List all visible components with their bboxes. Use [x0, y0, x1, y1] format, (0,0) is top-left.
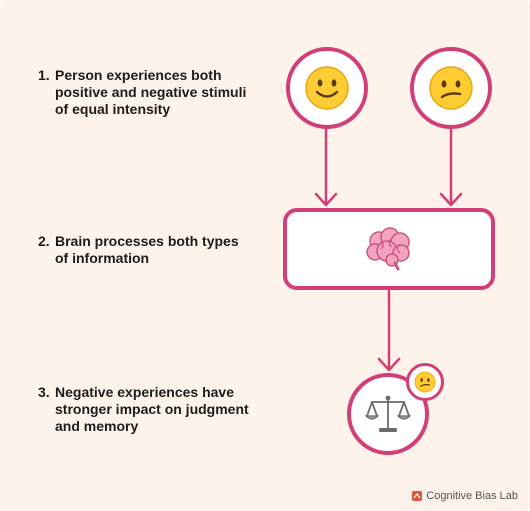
arrow-negative-to-brain-head — [439, 192, 463, 207]
branding: Cognitive Bias Lab — [412, 490, 518, 502]
step-1-label: 1. Person experiences both positive and … — [38, 67, 255, 118]
step-3-number: 3. — [38, 384, 50, 400]
step-3-label: 3. Negative experiences have stronger im… — [38, 384, 255, 435]
step-2-label: 2. Brain processes both types of informa… — [38, 233, 255, 267]
brand-logo-icon — [412, 491, 423, 501]
positive-stimulus-node — [286, 47, 368, 129]
step-1-text: Person experiences both positive and neg… — [55, 67, 247, 117]
step-2-text: Brain processes both types of informatio… — [55, 233, 239, 266]
arrow-positive-to-brain-head — [314, 192, 338, 207]
smiling-face-icon — [305, 66, 349, 110]
negative-badge — [406, 363, 444, 401]
step-1-number: 1. — [38, 67, 50, 83]
step-2-number: 2. — [38, 233, 50, 249]
arrow-brain-to-impact-head — [377, 357, 401, 372]
brain-processing-node — [283, 208, 495, 290]
brand-label: Cognitive Bias Lab — [426, 490, 518, 502]
confused-face-icon — [414, 371, 436, 393]
step-3-text: Negative experiences have stronger impac… — [55, 384, 249, 434]
confused-face-icon — [429, 66, 473, 110]
balance-scale-icon — [364, 395, 412, 432]
brain-icon — [366, 227, 410, 271]
negative-stimulus-node — [410, 47, 492, 129]
